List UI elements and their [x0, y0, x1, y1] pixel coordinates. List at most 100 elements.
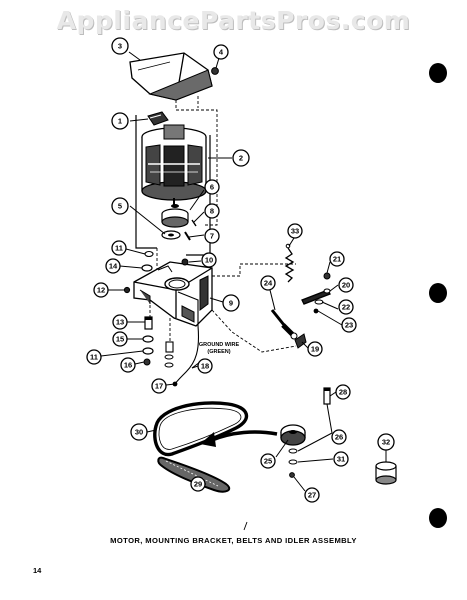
svg-text:17: 17 — [155, 382, 163, 391]
svg-text:29: 29 — [194, 480, 202, 489]
callout-4: 4 — [213, 44, 229, 60]
callout-24: 24 — [260, 275, 276, 291]
washer-part — [288, 448, 298, 454]
svg-text:20: 20 — [342, 281, 350, 290]
watermark: AppliancePartsPros.com — [56, 6, 411, 35]
callout-15: 15 — [112, 331, 128, 347]
callout-17: 17 — [151, 378, 167, 394]
callout-2: 2 — [232, 149, 250, 167]
callout-9: 9 — [222, 294, 240, 312]
screw-part — [123, 286, 131, 294]
svg-text:11: 11 — [90, 353, 98, 362]
svg-text:28: 28 — [339, 388, 347, 397]
callout-7: 7 — [204, 228, 220, 244]
binder-hole — [429, 63, 447, 83]
callout-28: 28 — [335, 384, 351, 400]
svg-text:23: 23 — [345, 321, 353, 330]
screw-part — [211, 67, 219, 75]
washer-part — [142, 335, 154, 343]
washer-part — [142, 347, 154, 355]
svg-text:8: 8 — [210, 207, 214, 216]
callout-5: 5 — [111, 197, 129, 215]
svg-text:10: 10 — [205, 256, 213, 265]
callout-20: 20 — [338, 277, 354, 293]
callout-3: 3 — [111, 37, 129, 55]
washer-part — [144, 250, 154, 258]
binder-hole — [429, 283, 447, 303]
drive-pulley-part — [161, 230, 181, 240]
svg-text:33: 33 — [291, 227, 299, 236]
nut-part — [289, 472, 295, 478]
page-number: 14 — [33, 566, 42, 575]
callout-18: 18 — [197, 358, 213, 374]
callout-23: 23 — [341, 317, 357, 333]
grommet-part — [141, 264, 153, 272]
nut-part — [323, 272, 331, 280]
svg-text:3: 3 — [118, 42, 122, 51]
motor-pulley-part — [161, 204, 189, 228]
svg-text:31: 31 — [337, 455, 345, 464]
callout-33: 33 — [287, 223, 303, 239]
callout-27: 27 — [304, 487, 320, 503]
svg-text:18: 18 — [201, 362, 209, 371]
washer-part — [288, 459, 298, 465]
washer-part — [314, 299, 324, 305]
callout-16: 16 — [120, 357, 136, 373]
motor-part — [141, 124, 207, 205]
idler-spring-part — [284, 243, 295, 283]
svg-text:30: 30 — [135, 428, 143, 437]
svg-text:9: 9 — [229, 299, 233, 308]
svg-text:21: 21 — [333, 255, 341, 264]
callout-10: 10 — [201, 252, 217, 268]
callout-1: 1 — [111, 112, 129, 130]
callout-8: 8 — [204, 203, 220, 219]
svg-text:22: 22 — [342, 303, 350, 312]
motor-cover-part — [129, 52, 213, 101]
callout-25: 25 — [260, 453, 276, 469]
diagram-caption: MOTOR, MOUNTING BRACKET, BELTS AND IDLER… — [110, 536, 357, 545]
callout-19: 19 — [307, 341, 323, 357]
nut-part — [143, 358, 151, 366]
motor-switch-part — [147, 111, 169, 126]
ground-wire-part — [174, 325, 200, 385]
callout-12: 12 — [93, 282, 109, 298]
pump-filter-part — [375, 461, 397, 485]
svg-text:12: 12 — [97, 286, 105, 295]
callout-21: 21 — [329, 251, 345, 267]
callout-11: 11 — [86, 349, 102, 365]
idler-pulley-part — [280, 424, 306, 446]
svg-text:27: 27 — [308, 491, 316, 500]
clip-part — [313, 308, 319, 314]
callout-29: 29 — [190, 476, 206, 492]
ground-wire-label: GROUND WIRE — [199, 342, 240, 348]
svg-text:7: 7 — [210, 232, 214, 241]
idler-pin-part — [323, 387, 331, 405]
svg-text:6: 6 — [210, 183, 214, 192]
callout-30: 30 — [130, 423, 148, 441]
ground-wire-color-label: (GREEN) — [207, 349, 230, 355]
idler-stud-part — [270, 309, 298, 340]
callout-32: 32 — [377, 433, 395, 451]
svg-text:24: 24 — [264, 279, 273, 288]
callout-14: 14 — [105, 258, 121, 274]
svg-text:11: 11 — [115, 244, 123, 253]
svg-text:16: 16 — [124, 361, 132, 370]
svg-text:32: 32 — [382, 438, 390, 447]
svg-text:14: 14 — [109, 262, 118, 271]
bracket-nut-part — [181, 258, 189, 266]
callout-31: 31 — [333, 451, 349, 467]
svg-text:5: 5 — [118, 202, 122, 211]
svg-text:4: 4 — [219, 48, 224, 57]
pump-belt-part — [157, 456, 231, 493]
svg-text:2: 2 — [239, 154, 243, 163]
idler-bracket-part — [294, 333, 307, 349]
callout-22: 22 — [338, 299, 354, 315]
callout-26: 26 — [331, 429, 347, 445]
svg-text:13: 13 — [116, 318, 124, 327]
drive-belt-part — [153, 401, 249, 457]
mounting-bracket-part — [133, 261, 213, 327]
svg-text:15: 15 — [116, 335, 124, 344]
svg-text:25: 25 — [264, 457, 272, 466]
